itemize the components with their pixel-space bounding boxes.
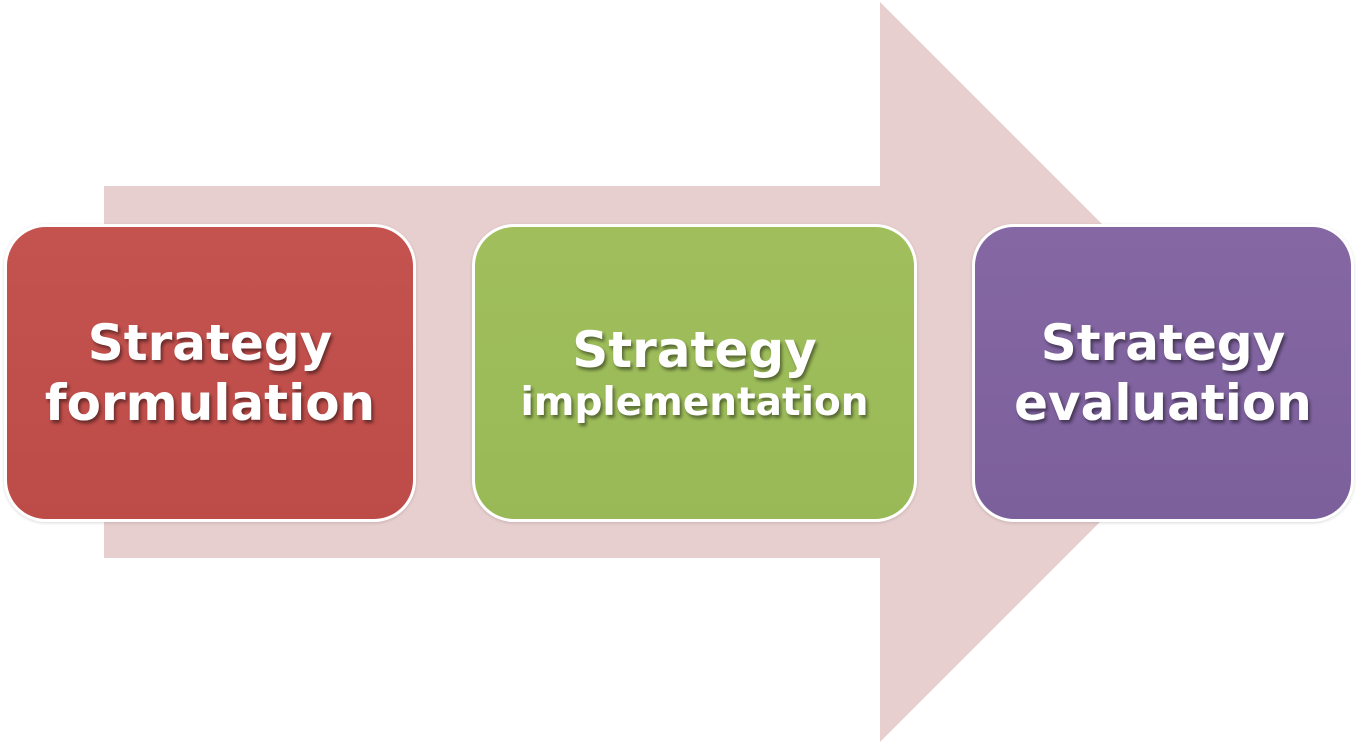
step-strategy-formulation: Strategy formulation (4, 224, 416, 522)
step-2-title: Strategy (572, 320, 817, 379)
step-1-title: Strategy (87, 314, 333, 372)
step-strategy-implementation: Strategy implementation (472, 224, 917, 522)
step-3-subtitle: evaluation (1014, 374, 1312, 432)
step-2-subtitle: implementation (520, 379, 869, 425)
step-1-subtitle: formulation (44, 374, 376, 432)
step-strategy-evaluation: Strategy evaluation (972, 224, 1354, 522)
step-3-title: Strategy (1040, 314, 1286, 372)
